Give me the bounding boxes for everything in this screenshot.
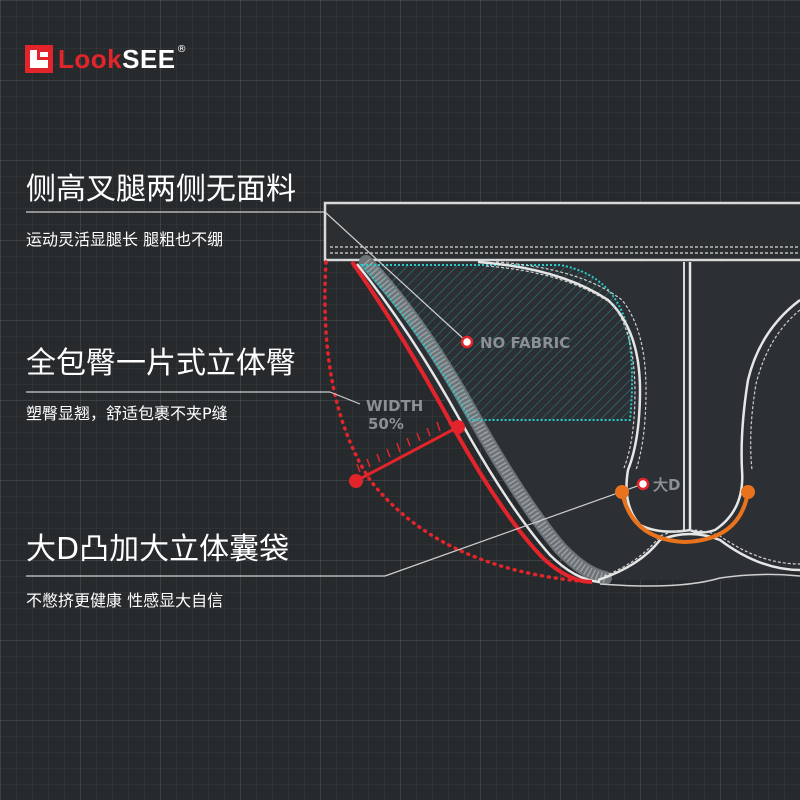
brand-name: LookSEE (58, 44, 176, 74)
leg-edge-white (356, 263, 601, 584)
crotch-band-stitch (603, 529, 800, 577)
big-d-point-right (741, 485, 755, 499)
leg-edge-red (350, 260, 593, 584)
red-dotted-arc (323, 260, 592, 584)
pouch-right-stitch (750, 309, 800, 471)
width-measure-point-2 (451, 420, 465, 434)
feature-1-heading: 侧高叉腿两侧无面料 (26, 172, 296, 207)
width-measure-point-1 (349, 474, 363, 488)
width-value: 50% (368, 415, 404, 433)
width-measure-line (355, 425, 459, 483)
crotch-band-bottom (599, 573, 800, 587)
width-ruler-ticks (356, 416, 451, 473)
big-d-point-left (615, 485, 629, 499)
no-fabric-label: NO FABRIC (480, 334, 570, 352)
crotch-band (597, 532, 800, 582)
no-fabric-marker (460, 335, 474, 349)
brand-logo-icon (25, 45, 53, 73)
waistband (323, 201, 800, 262)
feature-1-subtext: 运动灵活显腿长 腿粗也不绷 (26, 230, 224, 249)
pouch-right (689, 299, 800, 534)
big-d-label: 大D (653, 476, 680, 494)
big-d-marker (636, 477, 650, 491)
pouch-stitch-inner (485, 265, 636, 469)
leader-line-1 (324, 211, 468, 343)
leader-line-3 (384, 483, 644, 577)
leader-line-2 (329, 391, 361, 405)
feature-3-heading: 大D凸加大立体囊袋 (26, 532, 290, 567)
registered-mark: ® (176, 44, 187, 55)
brand-logo: LookSEE ® (24, 44, 187, 74)
feature-3-subtext: 不憋挤更健康 性感显大自信 (26, 591, 224, 610)
leg-band-texture (362, 258, 607, 583)
big-d-arc (620, 491, 750, 545)
width-label: WIDTH (366, 397, 423, 415)
feature-2-heading: 全包臀一片式立体臀 (26, 346, 296, 381)
pouch-stitch-outer (495, 261, 647, 471)
feature-2-subtext: 塑臀显翘，舒适包裹不夹P缝 (26, 404, 228, 423)
no-fabric-region (359, 264, 634, 421)
